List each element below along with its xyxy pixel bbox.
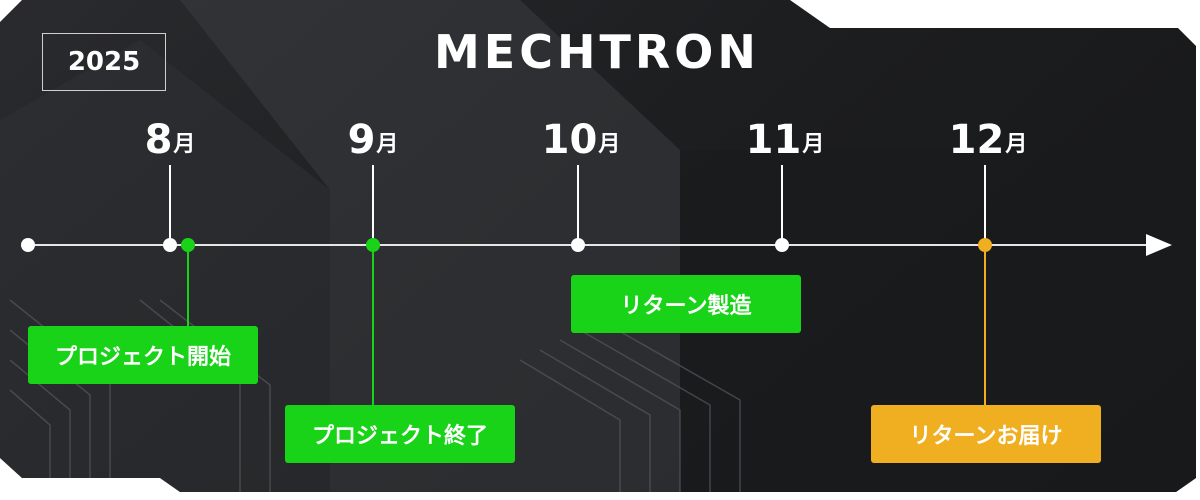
month-number: 12 <box>948 117 1005 163</box>
dot-delivery <box>978 238 992 252</box>
month-number: 11 <box>745 117 802 163</box>
month-unit: 月 <box>598 132 621 157</box>
event-project-start: プロジェクト開始 <box>28 326 258 384</box>
month-unit: 月 <box>802 132 825 157</box>
event-return-manufacturing: リターン製造 <box>571 275 801 333</box>
dot-project-end <box>366 238 380 252</box>
month-unit: 月 <box>173 132 196 157</box>
bg-band <box>180 0 680 492</box>
month-unit: 月 <box>376 132 399 157</box>
axis-arrow-head <box>1146 234 1172 256</box>
month-number: 10 <box>541 117 598 163</box>
event-return-delivery: リターンお届け <box>871 405 1101 463</box>
event-project-end: プロジェクト終了 <box>285 405 515 463</box>
brand-logo: MECHTRON <box>434 25 760 79</box>
month-number: 9 <box>347 117 376 163</box>
axis-start-dot <box>21 238 35 252</box>
dot-nov <box>775 238 789 252</box>
dot-aug <box>163 238 177 252</box>
bg-band-left <box>0 40 330 492</box>
month-number: 8 <box>144 117 173 163</box>
year-badge: 2025 <box>42 33 166 91</box>
dot-oct <box>571 238 585 252</box>
dot-project-start <box>181 238 195 252</box>
month-unit: 月 <box>1005 132 1028 157</box>
